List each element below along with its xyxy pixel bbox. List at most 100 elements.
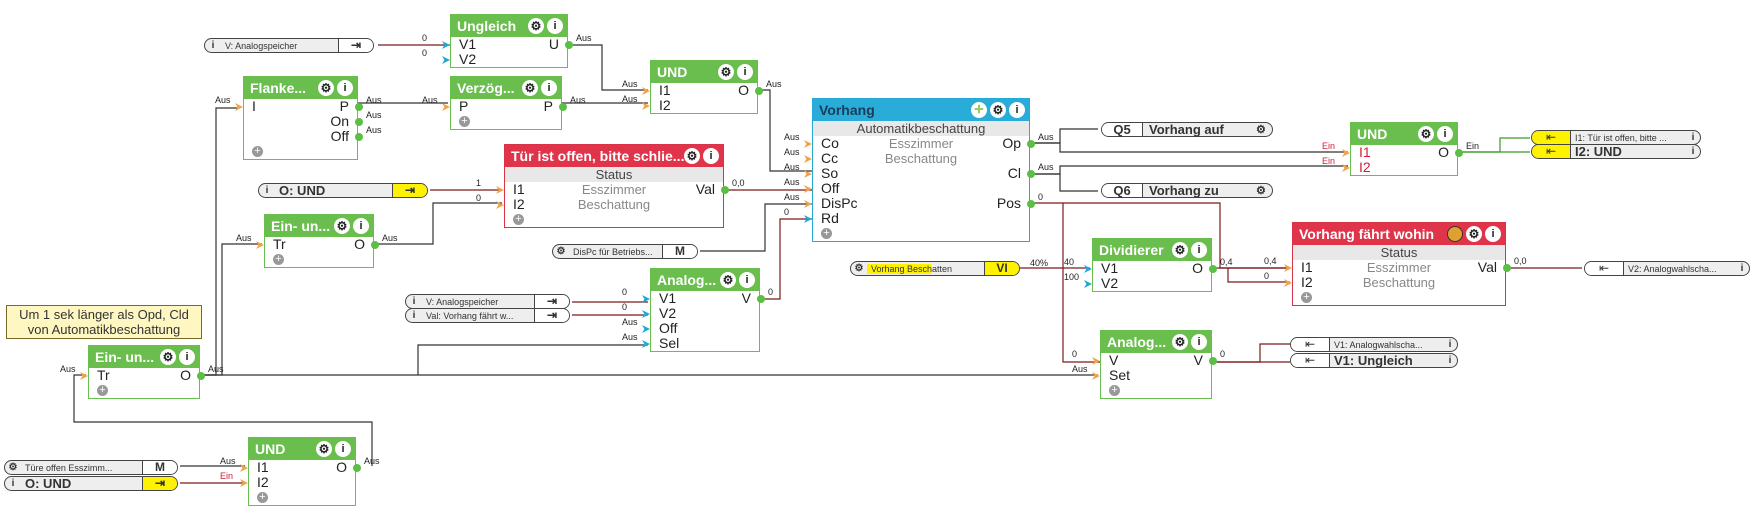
input-port[interactable] [1092, 372, 1100, 380]
output-port[interactable] [371, 241, 379, 249]
move-icon[interactable] [971, 102, 987, 118]
output-port[interactable] [197, 372, 205, 380]
block-einun2[interactable]: Ein- un...TrO+ [88, 345, 200, 399]
input-pin[interactable]: V2 [1101, 275, 1119, 291]
ref-out-v2[interactable]: ⇤ V2: Analogwahlscha... i [1584, 261, 1750, 276]
output-pin[interactable]: Cl [1007, 165, 1021, 181]
output-port[interactable] [1027, 170, 1035, 178]
comment-note[interactable]: Um 1 sek länger als Opd, Cld von Automat… [6, 305, 202, 339]
output-pin[interactable]: On [330, 113, 349, 129]
info-icon[interactable]: i [412, 310, 416, 321]
block-title[interactable]: Ein- un... [265, 215, 373, 237]
ref-out-v1b[interactable]: ⇤ V1: Ungleich i [1290, 353, 1458, 368]
output-port[interactable] [355, 103, 363, 111]
input-port[interactable] [642, 87, 650, 95]
gear-icon[interactable] [1466, 226, 1482, 242]
input-pin[interactable]: I2 [659, 97, 671, 113]
block-title[interactable]: Vorhang fährt wohin [1293, 223, 1505, 245]
input-pin[interactable]: Tr [273, 236, 286, 252]
info-icon[interactable]: i [265, 185, 269, 196]
output-pin[interactable]: O [738, 82, 749, 98]
info-icon[interactable] [1191, 242, 1207, 258]
gear-icon[interactable]: ⚙ [8, 462, 18, 473]
input-port[interactable] [1284, 264, 1292, 272]
input-pin[interactable]: I2 [1301, 274, 1313, 290]
input-pin[interactable]: I1 [1301, 259, 1313, 275]
block-dividierer[interactable]: DividiererV1OV2 [1092, 238, 1212, 292]
add-input-icon[interactable]: + [821, 228, 832, 239]
output-port[interactable] [565, 41, 573, 49]
input-pin[interactable]: V1 [1101, 260, 1119, 276]
add-input-icon[interactable]: + [1109, 385, 1120, 396]
gear-icon[interactable] [720, 272, 736, 288]
block-title[interactable]: Dividierer [1093, 239, 1211, 261]
gear-icon[interactable] [316, 441, 332, 457]
input-port[interactable] [804, 215, 812, 223]
block-title[interactable]: Ein- un... [89, 346, 199, 368]
output-pin[interactable]: V [1193, 352, 1203, 368]
output-pin[interactable]: O [180, 367, 191, 383]
input-port[interactable] [80, 372, 88, 380]
info-icon[interactable]: i [1691, 146, 1695, 157]
input-port[interactable] [804, 140, 812, 148]
input-pin[interactable]: V2 [659, 305, 677, 321]
output-port[interactable] [559, 103, 567, 111]
ref-analogspeicher-top[interactable]: i V: Analogspeicher ⇥ [204, 38, 374, 53]
input-pin[interactable]: Set [1109, 367, 1131, 383]
input-pin[interactable]: I [252, 98, 256, 114]
input-port[interactable] [642, 340, 650, 348]
block-ungleich[interactable]: UngleichV1UV2 [450, 14, 568, 68]
output-port[interactable] [355, 133, 363, 141]
block-title[interactable]: UND [1351, 123, 1457, 145]
input-port[interactable] [1092, 357, 1100, 365]
ref-out-i1[interactable]: ⇤ I1: Tür ist offen, bitte ... i [1531, 130, 1701, 145]
info-icon[interactable] [1009, 102, 1025, 118]
info-icon[interactable] [739, 272, 755, 288]
info-icon[interactable] [737, 64, 753, 80]
block-und3[interactable]: UNDI1OI2+ [248, 437, 356, 506]
gear-icon[interactable]: ⚙ [1256, 185, 1266, 197]
input-pin[interactable]: P [459, 98, 469, 114]
input-port[interactable] [442, 103, 450, 111]
add-input-icon[interactable]: + [252, 146, 263, 157]
input-port[interactable] [1284, 279, 1292, 287]
input-pin[interactable]: Off [659, 320, 678, 336]
gear-icon[interactable] [1418, 126, 1434, 142]
input-port[interactable] [1084, 265, 1092, 273]
block-title[interactable]: Tür ist offen, bitte schlie... [505, 145, 723, 167]
input-pin[interactable]: I1 [1359, 144, 1371, 160]
gear-icon[interactable] [160, 349, 176, 365]
input-port[interactable] [1342, 149, 1350, 157]
ref-o-und[interactable]: i O: UND ⇥ [258, 183, 428, 198]
gear-icon[interactable] [1172, 242, 1188, 258]
output-pin[interactable]: Val [695, 181, 715, 197]
info-icon[interactable]: i [1448, 339, 1452, 350]
output-pin[interactable]: P [543, 98, 553, 114]
block-title[interactable]: Vorhang [813, 99, 1029, 121]
output-port[interactable] [355, 118, 363, 126]
output-pin[interactable]: P [339, 98, 349, 114]
add-input-icon[interactable]: + [97, 385, 108, 396]
input-pin[interactable]: Rd [821, 210, 839, 226]
output-port[interactable] [1455, 149, 1463, 157]
info-icon[interactable]: i [1740, 263, 1744, 274]
input-pin[interactable]: Cc [821, 150, 839, 166]
ref-vorhang-beschatten[interactable]: ⚙ Vorhang Beschatten VI [850, 261, 1020, 276]
input-pin[interactable]: I1 [659, 82, 671, 98]
input-port[interactable] [1342, 164, 1350, 172]
input-pin[interactable]: V1 [659, 290, 677, 306]
block-vfw[interactable]: Vorhang fährt wohinStatusI1EsszimmerValI… [1292, 222, 1506, 306]
info-icon[interactable]: i [211, 40, 215, 51]
input-port[interactable] [235, 103, 243, 111]
input-pin[interactable]: V [1109, 352, 1119, 368]
info-icon[interactable]: i [1448, 355, 1452, 366]
input-port[interactable] [804, 200, 812, 208]
output-port[interactable] [721, 186, 729, 194]
output-pin[interactable]: Op [1002, 135, 1021, 151]
input-port[interactable] [804, 155, 812, 163]
block-title[interactable]: UND [651, 61, 757, 83]
input-pin[interactable]: V1 [459, 36, 477, 52]
info-icon[interactable] [1437, 126, 1453, 142]
output-port[interactable] [757, 295, 765, 303]
